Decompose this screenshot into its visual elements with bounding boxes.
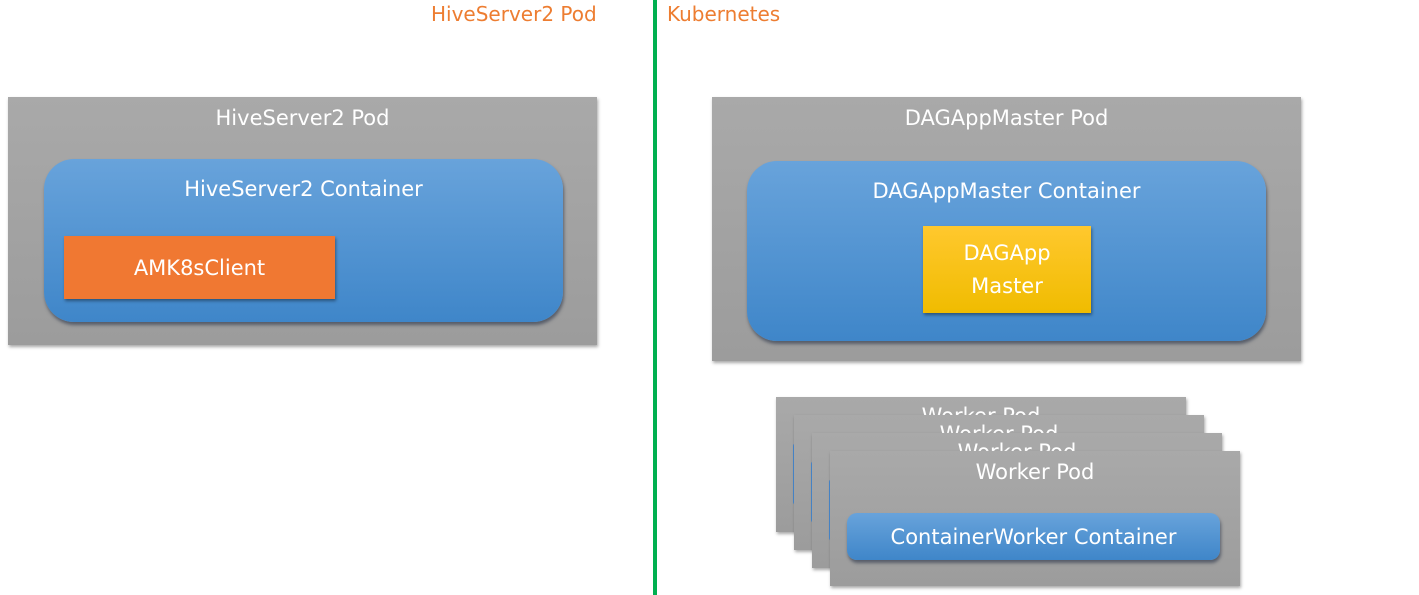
section-divider [653,0,657,595]
containerworker-container-label: ContainerWorker Container [890,524,1177,549]
hiveserver2-pod: HiveServer2 Pod HiveServer2 Container AM… [8,97,597,345]
hiveserver2-section-heading: HiveServer2 Pod [431,2,597,26]
amk8sclient-label: AMK8sClient [133,255,266,280]
dagappmaster-pod-title: DAGAppMaster Pod [904,106,1109,130]
dagappmaster-block: DAGApp Master [923,226,1091,313]
worker-pod: Worker Pod ContainerWorker Container [830,451,1240,586]
hiveserver2-container: HiveServer2 Container AMK8sClient [44,159,563,322]
kubernetes-section-heading: Kubernetes [667,2,781,26]
dagappmaster-pod: DAGAppMaster Pod DAGAppMaster Container … [712,97,1301,361]
dagappmaster-container-title: DAGAppMaster Container [872,179,1141,203]
dagappmaster-label-line1: DAGApp [963,240,1051,265]
hiveserver2-container-title: HiveServer2 Container [184,177,423,201]
dagappmaster-container: DAGAppMaster Container DAGApp Master [747,161,1266,341]
hiveserver2-pod-title: HiveServer2 Pod [215,106,390,130]
amk8sclient-block: AMK8sClient [64,236,335,299]
containerworker-container: ContainerWorker Container [847,513,1220,560]
dagappmaster-label-line2: Master [971,273,1043,298]
worker-pod-title: Worker Pod [975,460,1095,484]
